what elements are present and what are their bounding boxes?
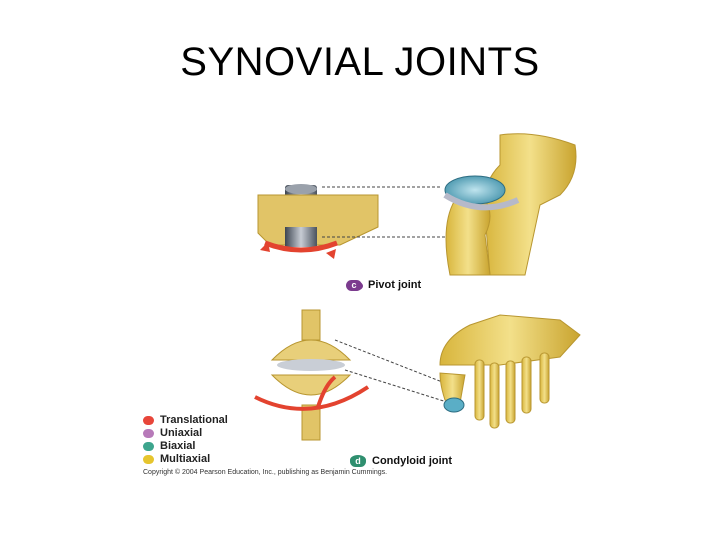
pivot-joint-label-row: c Pivot joint (346, 279, 421, 291)
pivot-model (258, 184, 378, 259)
biaxial-swatch (143, 442, 154, 451)
legend-label: Biaxial (160, 440, 195, 452)
movement-legend: Translational Uniaxial Biaxial Multiaxia… (143, 414, 228, 466)
legend-item-multiaxial: Multiaxial (143, 453, 228, 465)
multiaxial-swatch (143, 455, 154, 464)
legend-item-uniaxial: Uniaxial (143, 427, 228, 439)
pivot-badge: c (346, 280, 362, 291)
uniaxial-swatch (143, 429, 154, 438)
hand-bones (440, 315, 580, 428)
condyloid-joint-label: Condyloid joint (372, 455, 452, 467)
copyright-credit: Copyright © 2004 Pearson Education, Inc.… (143, 469, 387, 476)
legend-label: Uniaxial (160, 427, 202, 439)
condyloid-joint-label-row: d Condyloid joint (350, 455, 452, 467)
condyloid-model (255, 310, 368, 440)
slide-title: SYNOVIAL JOINTS (0, 40, 720, 85)
legend-item-biaxial: Biaxial (143, 440, 228, 452)
legend-label: Multiaxial (160, 453, 210, 465)
pivot-joint-label: Pivot joint (368, 279, 421, 291)
elbow-bones (445, 134, 576, 275)
legend-label: Translational (160, 414, 228, 426)
translational-swatch (143, 416, 154, 425)
legend-item-translational: Translational (143, 414, 228, 426)
condyloid-badge: d (350, 456, 366, 467)
